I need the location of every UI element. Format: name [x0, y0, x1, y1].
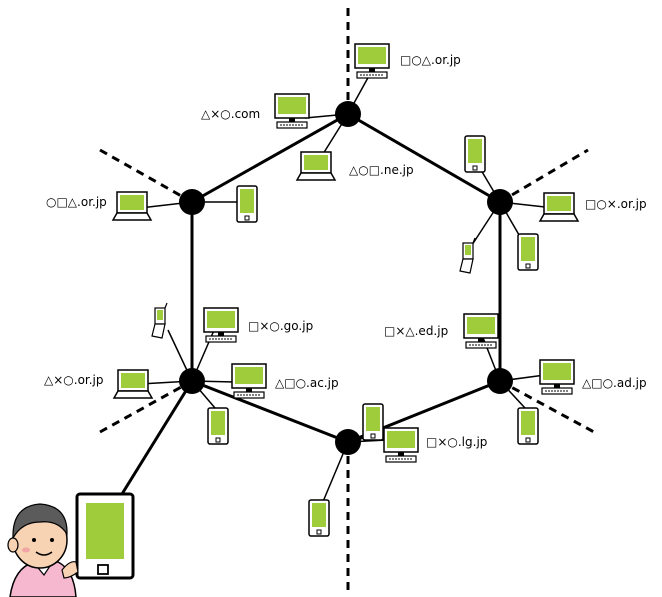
- dashed-right-upper: [499, 148, 589, 204]
- domain-label-top-left: △×○.com: [201, 107, 260, 121]
- router-node-upper-left: [179, 189, 205, 215]
- laptop-icon: [112, 191, 152, 221]
- smartphone-icon: [464, 135, 486, 173]
- domain-labels: □○△.or.jp △×○.com △○□.ne.jp ○□△.or.jp □○…: [44, 53, 647, 449]
- domain-label-mid-right: □×△.ed.jp: [384, 324, 448, 338]
- desktop-computer-icon: [231, 363, 267, 399]
- smartphone-icon: [517, 407, 539, 445]
- smartphone-icon: [207, 407, 229, 445]
- domain-label-lower-left-a: △×○.or.jp: [44, 373, 104, 387]
- dashed-left-upper: [99, 148, 193, 204]
- domain-label-top: □○△.or.jp: [400, 53, 461, 67]
- desktop-computer-icon: [463, 313, 499, 349]
- router-node-upper-right: [487, 189, 513, 215]
- domain-label-lower-right: △□○.ad.jp: [582, 376, 647, 390]
- desktop-computer-icon: [383, 427, 419, 463]
- desktop-computer-icon: [354, 43, 390, 79]
- smartphone-icon: [362, 403, 384, 441]
- domain-label-left: ○□△.or.jp: [46, 195, 107, 209]
- domain-label-upper-center: △○□.ne.jp: [349, 163, 414, 177]
- desktop-computer-icon: [539, 359, 575, 395]
- domain-label-mid-left: □×○.go.jp: [248, 319, 313, 333]
- router-node-top: [335, 101, 361, 127]
- router-node-lower-right: [487, 368, 513, 394]
- router-node-lower-left: [179, 368, 205, 394]
- mobile-phone-icon: [459, 237, 476, 274]
- laptop-icon: [296, 151, 336, 181]
- desktop-computer-icon: [274, 93, 310, 129]
- router-nodes: [179, 101, 513, 455]
- domain-label-lower-left-b: △□○.ac.jp: [275, 376, 339, 390]
- dashed-left-lower: [99, 379, 193, 434]
- domain-label-right: □○×.or.jp: [585, 197, 647, 211]
- desktop-computer-icon: [203, 307, 239, 343]
- router-node-bottom: [335, 429, 361, 455]
- dashed-right-lower: [499, 379, 595, 434]
- laptop-icon: [113, 369, 153, 399]
- person-icon: [7, 503, 79, 597]
- laptop-icon: [539, 192, 579, 222]
- smartphone-icon: [517, 233, 539, 271]
- domain-label-bottom: □×○.lg.jp: [426, 435, 487, 449]
- smartphone-icon: [236, 185, 258, 223]
- mobile-phone-icon: [151, 302, 168, 339]
- dashed-connections: [99, 8, 595, 590]
- smartphone-icon: [308, 499, 330, 537]
- large-smartphone-icon: [75, 492, 135, 580]
